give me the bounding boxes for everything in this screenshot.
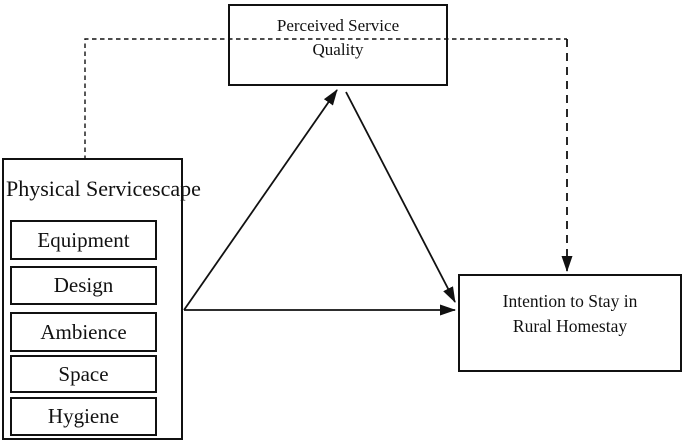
node-perceived-service-quality-label-line1: Perceived Service (276, 16, 400, 35)
node-physical-servicescape: Physical Servicescape Equipment Design A… (2, 158, 201, 440)
arrow-servicescape-to-psq (183, 89, 338, 311)
sub-node-ambience: Ambience (10, 312, 157, 352)
sub-node-space: Space (10, 355, 157, 393)
sub-node-hygiene: Hygiene (10, 397, 157, 436)
sub-node-equipment-label: Equipment (37, 227, 130, 252)
sub-node-hygiene-label: Hygiene (47, 404, 120, 428)
sub-node-design-label: Design (53, 273, 114, 297)
sub-node-equipment: Equipment (10, 220, 157, 260)
node-intention-to-stay: Intention to Stay in Rural Homestay (458, 274, 682, 372)
node-intention-to-stay-label-line1: Intention to Stay in (502, 291, 638, 311)
node-perceived-service-quality-label-line2: Quality (312, 40, 364, 59)
node-intention-to-stay-label-line2: Rural Homestay (512, 316, 628, 336)
sub-node-design: Design (10, 266, 157, 305)
sub-node-space-label: Space (58, 361, 109, 386)
node-physical-servicescape-title: Physical Servicescape (6, 176, 201, 201)
arrow-psq-to-intention (345, 91, 456, 303)
node-perceived-service-quality: Perceived Service Quality (228, 4, 448, 86)
sub-node-ambience-label: Ambience (40, 319, 127, 344)
